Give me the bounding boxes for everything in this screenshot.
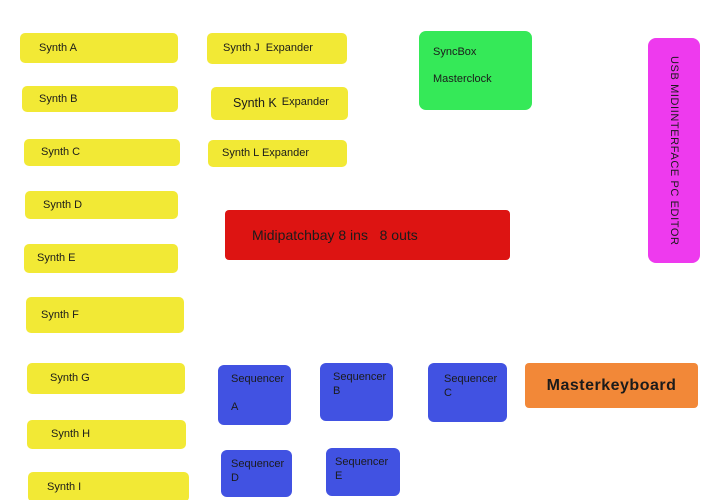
box-sequencer-a: Sequencer A bbox=[218, 365, 291, 425]
sequencer-c-letter: C bbox=[444, 387, 452, 399]
sequencer-b-name: Sequencer bbox=[333, 371, 387, 383]
synth-g-label: Synth G bbox=[50, 372, 90, 384]
box-synth-b: Synth B bbox=[22, 86, 178, 112]
synth-j-expander-label: Synth J Expander bbox=[223, 42, 313, 54]
box-synth-a: Synth A bbox=[20, 33, 178, 63]
box-synth-h: Synth H bbox=[27, 420, 186, 449]
box-synth-i: Synth I bbox=[28, 472, 189, 500]
synth-c-label: Synth C bbox=[41, 146, 81, 158]
box-masterkeyboard: Masterkeyboard bbox=[525, 363, 698, 408]
box-midipatchbay: Midipatchbay 8 ins 8 outs bbox=[225, 210, 510, 260]
synth-a-label: Synth A bbox=[39, 41, 77, 54]
sequencer-e-name: Sequencer bbox=[335, 456, 389, 468]
box-sequencer-b: Sequencer B bbox=[320, 363, 393, 421]
masterkeyboard-label: Masterkeyboard bbox=[546, 376, 677, 394]
box-synth-f: Synth F bbox=[26, 297, 184, 333]
box-synth-l-expander: Synth L Expander bbox=[208, 140, 347, 167]
box-syncbox-masterclock: SyncBox Masterclock bbox=[419, 31, 532, 110]
usb-midi-interface-label: USB MIDIINTERFACE PC EDITOR bbox=[668, 55, 680, 246]
box-synth-d: Synth D bbox=[25, 191, 178, 219]
synth-k-suffix: Expander bbox=[281, 96, 329, 108]
box-synth-c: Synth C bbox=[24, 139, 180, 166]
sequencer-a-name: Sequencer bbox=[231, 373, 285, 385]
box-synth-j-expander: Synth J Expander bbox=[207, 33, 347, 64]
synth-i-label: Synth I bbox=[47, 480, 82, 493]
synth-b-label: Synth B bbox=[39, 92, 78, 105]
synth-l-expander-label: Synth L Expander bbox=[222, 147, 310, 159]
synth-d-label: Synth D bbox=[43, 198, 83, 211]
sequencer-c-name: Sequencer bbox=[444, 373, 498, 385]
box-usb-midi-interface: USB MIDIINTERFACE PC EDITOR bbox=[648, 38, 700, 263]
sequencer-d-name: Sequencer bbox=[231, 458, 285, 470]
sequencer-e-letter: E bbox=[335, 470, 343, 482]
synth-e-label: Synth E bbox=[37, 252, 76, 264]
midipatchbay-label: Midipatchbay 8 ins 8 outs bbox=[252, 227, 418, 243]
box-synth-k-expander: Synth K Expander bbox=[211, 87, 348, 120]
box-sequencer-e: Sequencer E bbox=[326, 448, 400, 496]
masterclock-label: Masterclock bbox=[433, 73, 492, 85]
box-synth-g: Synth G bbox=[27, 363, 185, 394]
sequencer-b-letter: B bbox=[333, 385, 341, 397]
box-synth-e: Synth E bbox=[24, 244, 178, 273]
sequencer-d-letter: D bbox=[231, 472, 239, 484]
box-sequencer-c: Sequencer C bbox=[428, 363, 507, 422]
synth-f-label: Synth F bbox=[41, 308, 79, 321]
sequencer-a-letter: A bbox=[231, 401, 239, 413]
synth-k-name: Synth K bbox=[233, 96, 277, 111]
box-sequencer-d: Sequencer D bbox=[221, 450, 292, 497]
syncbox-label: SyncBox bbox=[433, 46, 477, 58]
synth-h-label: Synth H bbox=[51, 428, 91, 440]
